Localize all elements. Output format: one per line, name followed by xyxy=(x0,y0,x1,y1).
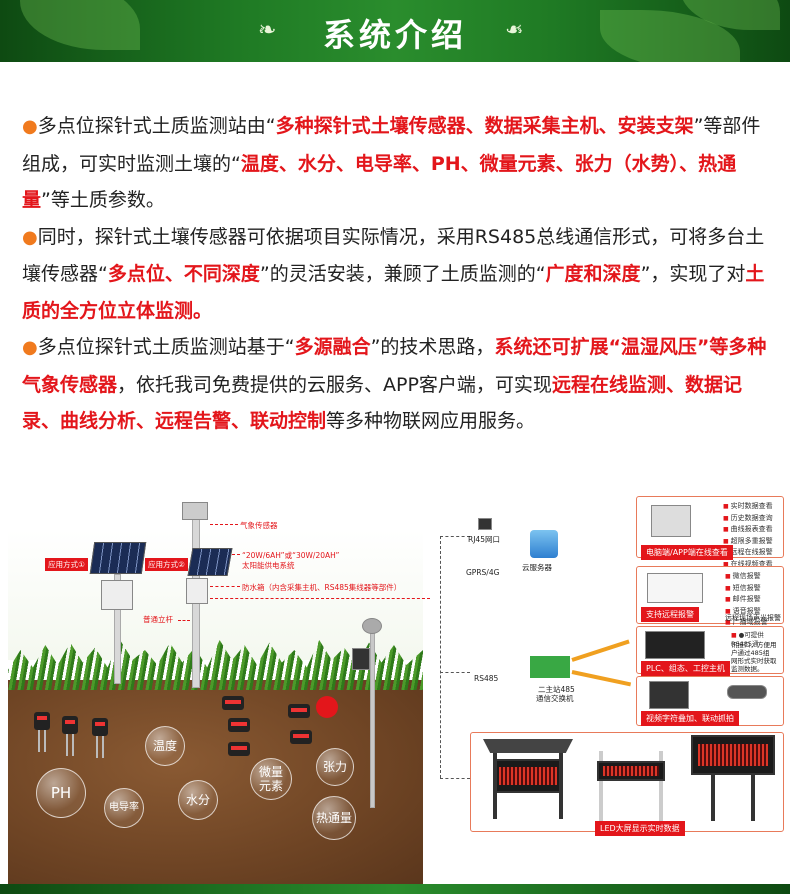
paragraph-2: ●同时，探针式土壤传感器可依据项目实际情况，采用RS485总线通信形式，可将多台… xyxy=(22,225,765,322)
soil-sensor-icon xyxy=(228,742,250,756)
cloud-server-icon xyxy=(530,530,558,558)
monitor-icon xyxy=(645,631,705,659)
kiosk-screen-icon xyxy=(483,739,573,819)
tag-led: LED大屏显示实时数据 xyxy=(595,821,685,836)
label-box: 防水箱（内含采集主机、RS485集线器等部件） xyxy=(242,583,402,592)
label-gprs: GPRS/4G xyxy=(466,568,500,577)
label-cloud: 云服务器 xyxy=(522,563,552,572)
panel-online-view: 实时数据查看 历史数据查询 曲线报表查看 超限多重报警 远程在线报警 在线视频查… xyxy=(636,496,784,568)
label-power: “20W/6AH”或“30W/20AH” xyxy=(242,551,340,560)
sensor-head-icon xyxy=(362,618,382,634)
station-pole xyxy=(114,574,121,684)
panel-led: LED大屏显示实时数据 xyxy=(470,732,784,836)
tag-online-view: 电脑端/APP端在线查看 xyxy=(641,545,733,560)
bullet-dot-icon: ● xyxy=(22,226,38,248)
weather-sensor-icon xyxy=(182,502,208,520)
computer-icon xyxy=(651,505,691,537)
control-box-icon xyxy=(101,580,133,610)
tag-remote-alarm: 支持远程报警 xyxy=(641,607,699,622)
soil-sensor-icon xyxy=(34,712,50,730)
soil-sensor-icon xyxy=(288,704,310,718)
soil-sensor-icon xyxy=(62,716,78,734)
tag-plc: PLC、组态、工控主机 xyxy=(641,661,730,676)
list-remote-alarm: 微信报警 短信报警 邮件报警 语音报警 广播域报警 xyxy=(725,571,768,629)
led-billboard-icon xyxy=(691,735,775,821)
alarm-icons xyxy=(647,573,703,603)
sensor-head-icon xyxy=(352,648,370,670)
label-app1: 应用方式① xyxy=(45,558,88,571)
label-rs485: RS485 xyxy=(474,674,499,683)
bubble-temperature: 温度 xyxy=(145,726,185,766)
waterproof-box-icon xyxy=(186,578,208,604)
panel-plc: ●可提供RS485通 讯接口，方便用 户通过485组 网形式实时获取 监测数据。… xyxy=(636,626,784,676)
label-pole: 普通立杆 xyxy=(143,615,173,624)
text-plc: ●可提供RS485通 xyxy=(731,631,783,648)
paragraph-1: ●多点位探针式土质监测站由“多种探针式土壤传感器、数据采集主机、安装支架”等部件… xyxy=(22,115,761,211)
bullet-dot-icon: ● xyxy=(22,116,38,137)
bubble-trace-elements: 微量元素 xyxy=(250,758,292,800)
tag-video: 视频字符叠加、联动抓拍 xyxy=(641,711,739,726)
paragraph-3: ●多点位探针式土质监测站基于“多源融合”的技术思路，系统还可扩展“温湿风压”等多… xyxy=(22,336,767,432)
soil-sensor-icon xyxy=(290,730,312,744)
label-rj45: RJ45网口 xyxy=(468,535,500,544)
label-weather-sensor: 气象传感器 xyxy=(240,521,278,530)
panel-video: 视频字符叠加、联动抓拍 xyxy=(636,676,784,726)
bullet-dot-icon: ● xyxy=(22,337,38,358)
intro-text: ●多点位探针式土质监测站由“多种探针式土壤传感器、数据采集主机、安装支架”等部件… xyxy=(22,108,772,440)
solar-panel-icon xyxy=(187,548,233,576)
rj45-port-icon xyxy=(478,518,492,530)
label-switch2: 通信交换机 xyxy=(536,694,574,703)
bubble-moisture: 水分 xyxy=(178,780,218,820)
switch-icon xyxy=(530,656,570,678)
led-sign-icon xyxy=(591,743,671,821)
label-power2: 太阳能供电系统 xyxy=(242,561,295,570)
label-switch1: 二主站485 xyxy=(538,685,575,694)
soil-sensor-icon xyxy=(228,718,250,732)
footer-bar xyxy=(0,884,790,894)
list-online-view: 实时数据查看 历史数据查询 曲线报表查看 超限多重报警 远程在线报警 在线视频查… xyxy=(723,501,773,570)
probe-mast xyxy=(370,628,375,808)
soil-sensor-icon xyxy=(222,696,244,710)
bubble-conductivity: 电导率 xyxy=(104,788,144,828)
label-app2: 应用方式② xyxy=(145,558,188,571)
system-diagram: 应用方式① 应用方式② 气象传感器 “20W/6AH”或“30W/20AH” 太… xyxy=(0,490,790,890)
leaf-ornament-icon: ❧ xyxy=(258,18,277,43)
panel-remote-alarm: 微信报警 短信报警 邮件报警 语音报警 广播域报警 远程现场声光报警 支持远程报… xyxy=(636,566,784,626)
soil-sensor-icon xyxy=(92,718,108,736)
bubble-tension: 张力 xyxy=(316,748,354,786)
camera-icon xyxy=(727,685,767,699)
section-header: ❧ ❧ 系统介绍 xyxy=(0,0,790,62)
monitor-icon xyxy=(649,681,689,709)
bubble-ph: PH xyxy=(36,768,86,818)
sensor-disc-icon xyxy=(316,696,338,718)
bubble-heat-flux: 热通量 xyxy=(312,796,356,840)
section-title: 系统介绍 xyxy=(322,16,467,54)
solar-panel-icon xyxy=(89,542,147,574)
